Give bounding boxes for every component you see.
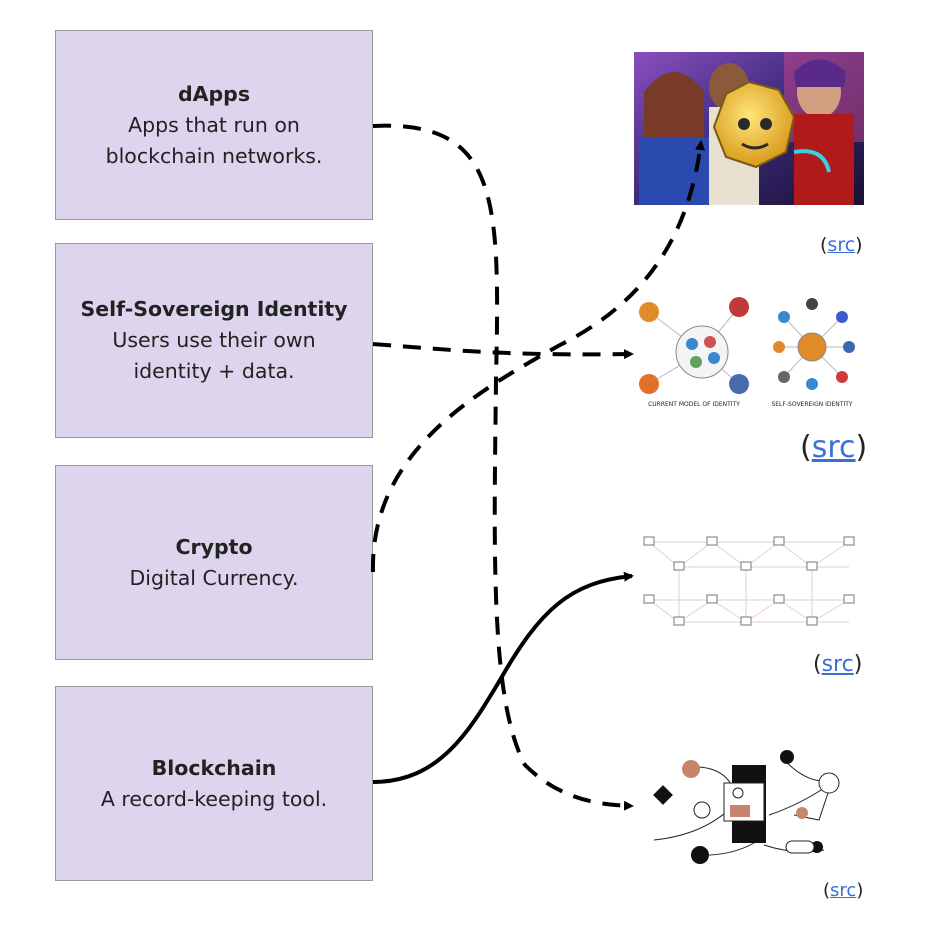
source-link[interactable]: src (827, 234, 856, 256)
source-link[interactable]: src (821, 652, 854, 677)
caption-close-paren: ) (855, 430, 868, 465)
image-caption: (src) (813, 652, 862, 677)
dapp-phone-image (634, 745, 864, 870)
concept-description: Digital Currency. (129, 565, 299, 590)
caption-close-paren: ) (856, 880, 864, 901)
image-caption: (src) (820, 234, 863, 256)
identity-label-current: CURRENT MODEL OF IDENTITY (648, 401, 740, 408)
concept-box-blockchain: Blockchain A record-keeping tool. (55, 686, 373, 881)
identity-label-self-sovereign: SELF-SOVEREIGN IDENTITY (771, 401, 852, 408)
source-link[interactable]: src (811, 430, 856, 465)
connector-blockchain-to-network (372, 571, 634, 784)
caption-open-paren: ( (813, 652, 822, 677)
concept-title: Blockchain (151, 755, 277, 780)
concept-description: A record-keeping tool. (100, 786, 328, 811)
concept-title: dApps (177, 81, 251, 106)
source-link[interactable]: src (830, 880, 857, 901)
concept-title: Crypto (175, 534, 253, 559)
connector-crypto-to-coin (370, 140, 705, 573)
crypto-illustration-image (634, 52, 864, 205)
concept-description: Apps that run on blockchain networks. (105, 112, 323, 168)
caption-close-paren: ) (853, 652, 863, 677)
concept-box-dapps: dApps Apps that run on blockchain networ… (55, 30, 373, 220)
concept-title: Self-Sovereign Identity (80, 297, 348, 321)
image-caption: (src) (823, 880, 863, 901)
connector-dapps-to-phone (372, 123, 634, 811)
caption-close-paren: ) (855, 234, 863, 256)
image-caption: (src) (800, 430, 867, 465)
concept-description: Users use their own identity + data. (112, 328, 316, 383)
concept-box-crypto: Crypto Digital Currency. (55, 465, 373, 660)
identity-models-image: CURRENT MODEL OF IDENTITY SELF-SOVEREIGN… (634, 292, 864, 410)
blockchain-network-image (634, 522, 864, 635)
concept-box-self-sovereign-identity: Self-Sovereign Identity Users use their … (55, 243, 373, 438)
caption-open-paren: ( (800, 430, 812, 465)
connector-ssi-to-identity (372, 342, 634, 360)
caption-open-paren: ( (823, 880, 831, 901)
caption-open-paren: ( (820, 234, 828, 256)
